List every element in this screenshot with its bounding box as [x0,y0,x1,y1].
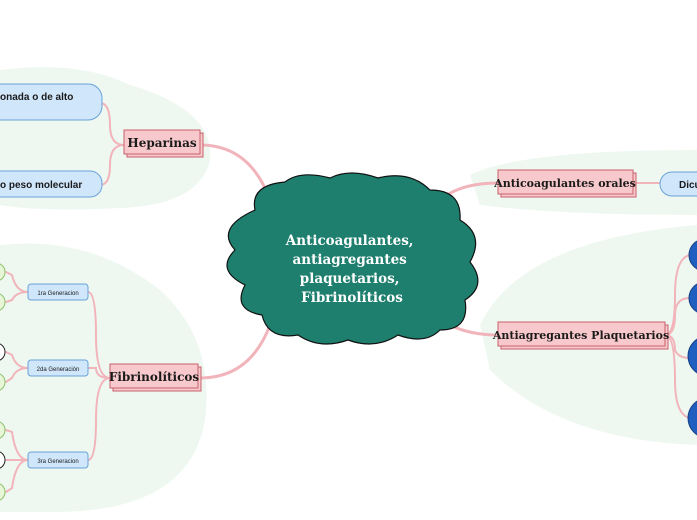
fibrinoliticos-gen-1[interactable]: 1ra Generacion [27,283,89,301]
central-title-line-4: Fibrinolíticos [301,290,403,306]
anticoagulantes-child-1-label: Dicu [679,180,697,191]
heparinas-node[interactable]: Heparinas [123,129,204,158]
heparinas-child-2-label: o peso molecular [0,180,82,191]
heparinas-child-1-label: onada o de alto [0,92,73,103]
connector-fibri-child-1 [87,291,111,379]
central-cloud[interactable] [226,172,479,345]
connector-heparinas-child-1 [99,102,125,146]
central-title: Anticoagulantes, antiagregantes plaqueta… [285,233,418,306]
central-title-line-3: plaquetarios, [300,271,400,287]
fibrinoliticos-gen-3[interactable]: 3ra Generacion [27,451,89,469]
gen-2-label: 2da Generación [37,367,80,373]
connector-antiagregantes-child-2 [664,297,691,336]
gen-3-node-c[interactable] [0,483,6,501]
gen-1-node-a[interactable] [0,263,6,281]
central-title-line-1: Anticoagulantes, [285,233,414,249]
antiagregantes-label: Antiagregantes Plaquetarios [492,329,669,342]
connector-gen2-b [5,367,29,383]
gen-2-node-b[interactable] [0,373,6,391]
connector-gen1-b [5,291,29,303]
connector-antiagregantes-child-4 [664,334,691,419]
antiagregantes-node[interactable]: Antiagregantes Plaquetarios [492,321,669,350]
gen-1-label: 1ra Generacion [37,291,78,297]
gen-3-node-b[interactable] [0,451,6,469]
gen-2-node-a[interactable] [0,343,6,361]
connector-antiagregantes-child-1 [664,254,691,336]
heparinas-label: Heparinas [127,136,197,150]
antiagregantes-child-3[interactable] [687,336,697,376]
heparinas-child-1[interactable]: onada o de alto [0,83,103,121]
antiagregantes-child-2[interactable] [688,282,697,314]
anticoagulantes-orales-label: Anticoagulantes orales [493,177,636,190]
gen-1-node-b[interactable] [0,293,6,311]
connector-antiagregantes-child-3 [664,334,691,359]
anticoagulantes-child-1[interactable]: Dicu [659,171,697,197]
connector-fibrinoliticos [198,323,272,380]
fibrinoliticos-node[interactable]: Fibrinolíticos [109,363,202,392]
gen-3-node-a[interactable] [0,421,6,439]
fibrinoliticos-label: Fibrinolíticos [109,370,200,384]
anticoagulantes-orales-node[interactable]: Anticoagulantes orales [493,169,637,198]
heparinas-child-2[interactable]: o peso molecular [0,170,103,198]
connector-fibri-child-3 [87,377,111,461]
central-title-line-2: antiagregantes [293,252,408,268]
connector-heparinas-child-2 [99,144,125,186]
connector-gen3-c [5,459,29,493]
antiagregantes-child-1[interactable] [688,239,697,271]
fibrinoliticos-gen-2[interactable]: 2da Generación [27,359,89,377]
gen-3-label: 3ra Generacion [37,459,78,465]
antiagregantes-child-4[interactable] [687,398,697,438]
